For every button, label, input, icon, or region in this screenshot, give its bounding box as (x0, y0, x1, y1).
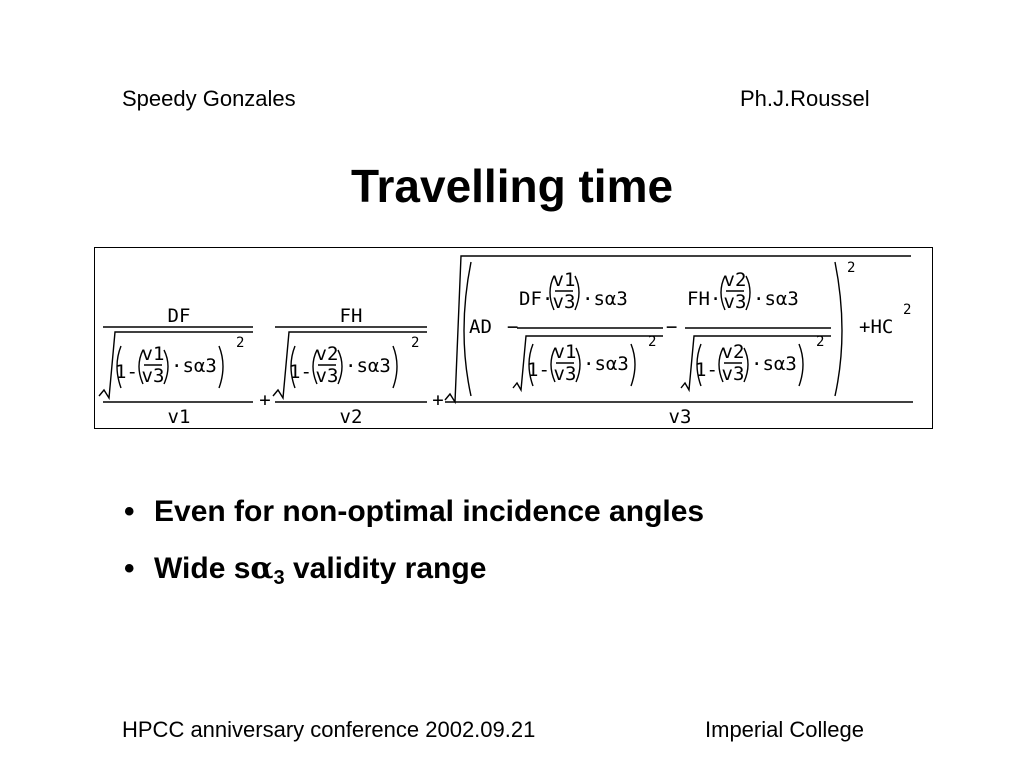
header-author: Speedy Gonzales (122, 86, 296, 111)
t1-big-lparen (116, 345, 122, 389)
footer-conference: HPCC anniversary conference 2002.09.21 (122, 717, 536, 742)
alpha-symbol: α (250, 551, 274, 586)
t3b-big-rparen (798, 343, 804, 387)
t3a-big-rparen (630, 343, 636, 387)
t1-salpha: ·sα3 (171, 355, 217, 377)
slide-title: Travelling time (350, 160, 674, 212)
t3b-lparen (720, 275, 726, 311)
t3a-v1: v1 (553, 269, 576, 291)
t3-ad: AD (469, 316, 492, 338)
t1-num: DF (168, 305, 191, 327)
t3-big-rparen (834, 261, 843, 397)
t2-v3: v3 (316, 365, 339, 387)
t3b-rparen2 (743, 347, 749, 383)
t3b-rparen (745, 275, 751, 311)
t1-sqrt (98, 331, 253, 401)
bullet-validity-range: • Wide sα3 validity range (122, 549, 704, 589)
t1-one-minus: 1- (115, 361, 138, 383)
t2-v2: v2 (316, 343, 339, 365)
t2-sqrt (272, 331, 427, 401)
t3b-lparen2 (718, 347, 724, 383)
t3b-big-lparen (696, 343, 702, 387)
t3a-v1b: v1 (554, 341, 577, 363)
t3-hc-exp: 2 (903, 302, 911, 318)
t3-minus-2: − (666, 316, 677, 338)
t3a-df: DF· (519, 288, 553, 310)
t3a-salpha: ·sα3 (582, 288, 628, 310)
t3b-v3b: v3 (722, 363, 745, 385)
t3a-one-minus: 1- (527, 359, 550, 381)
t3a-v3: v3 (553, 291, 576, 313)
t2-exp: 2 (411, 335, 419, 351)
t3b-v2b: v2 (722, 341, 745, 363)
t1-exp: 2 (236, 335, 244, 351)
t1-lparen (138, 349, 144, 385)
formula-svg: DF 1- v1 v3 ·sα3 2 v1 + FH 1- v2 v3 ·sα3… (98, 255, 913, 428)
plus-1: + (259, 389, 270, 411)
t2-salpha: ·sα3 (345, 355, 391, 377)
t3-outer-exp: 2 (847, 260, 855, 276)
t2-rparen (337, 349, 343, 385)
t3a-lparen (549, 275, 555, 311)
t2-num: FH (340, 305, 363, 327)
t3a-exp: 2 (648, 334, 656, 350)
t2-lparen (312, 349, 318, 385)
t2-big-rparen (392, 345, 398, 389)
t1-rparen (163, 349, 169, 385)
t3-minus-1: − (507, 316, 518, 338)
t3b-salpha: ·sα3 (753, 288, 799, 310)
bullet-marker: • (124, 495, 135, 528)
header-presenter: Ph.J.Roussel (740, 86, 870, 111)
travelling-time-formula: DF 1- v1 v3 ·sα3 2 v1 + FH 1- v2 v3 ·sα3… (94, 247, 933, 429)
t3a-big-lparen (528, 343, 534, 387)
t3b-one-minus: 1- (695, 359, 718, 381)
bullet-marker: • (124, 552, 135, 585)
plus-2: + (432, 389, 443, 411)
t3b-v2: v2 (724, 269, 747, 291)
footer-institution: Imperial College (705, 717, 864, 742)
bullet-prefix: Wide s (154, 552, 251, 585)
bullet-suffix: validity range (284, 552, 487, 585)
t3a-salpha2: ·sα3 (583, 353, 629, 375)
t3b-exp: 2 (816, 334, 824, 350)
t3a-v3b: v3 (554, 363, 577, 385)
t1-v3: v3 (142, 365, 165, 387)
t2-den: v2 (340, 406, 363, 428)
alpha-subscript: 3 (273, 567, 285, 589)
t1-v1: v1 (142, 343, 165, 365)
t3b-salpha2: ·sα3 (751, 353, 797, 375)
t3a-lparen2 (550, 347, 556, 383)
t3-hc: +HC (859, 316, 893, 338)
t1-big-rparen (218, 345, 224, 389)
bullet-list: • Even for non-optimal incidence angles … (122, 492, 704, 606)
t3b-v3: v3 (724, 291, 747, 313)
t3b-fh: FH· (687, 288, 721, 310)
t3-big-lparen (463, 261, 472, 397)
t2-big-lparen (290, 345, 296, 389)
t3b-sqrt (680, 335, 831, 393)
bullet-incidence-angles: • Even for non-optimal incidence angles (122, 492, 704, 532)
bullet-text: Even for non-optimal incidence angles (154, 495, 705, 528)
t3-den: v3 (669, 406, 692, 428)
t3a-sqrt (512, 335, 663, 393)
t3a-rparen (574, 275, 580, 311)
t3a-rparen2 (575, 347, 581, 383)
t2-one-minus: 1- (289, 361, 312, 383)
t1-den: v1 (168, 406, 191, 428)
